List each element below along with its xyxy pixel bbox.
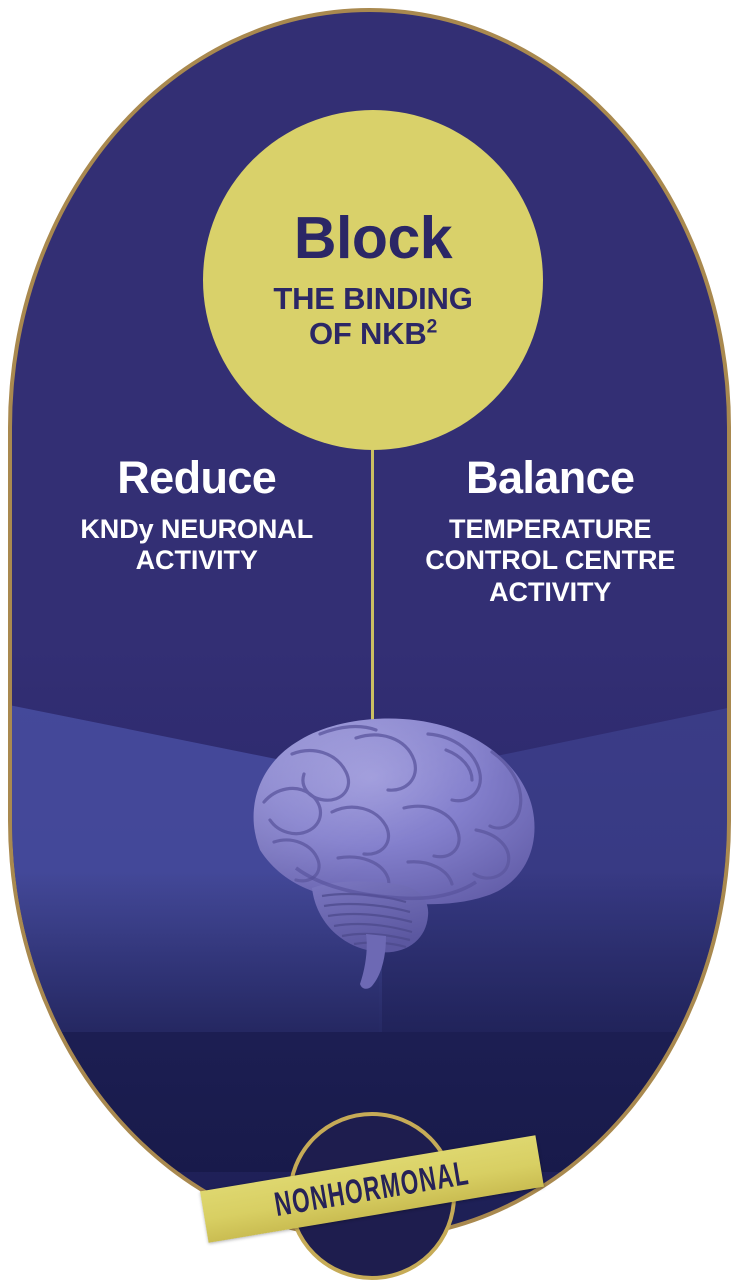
brain-temporal-fissure	[294, 866, 477, 901]
block-subtitle-line2: OF NKB2	[273, 315, 472, 352]
brain-illustration	[200, 690, 560, 990]
column-balance: Balance TEMPERATURE CONTROL CENTRE ACTIV…	[374, 455, 728, 609]
brain-stem	[360, 934, 386, 989]
nonhormonal-badge: NONHORMONAL	[200, 1112, 544, 1280]
block-subtitle: THE BINDING OF NKB2	[273, 280, 473, 352]
block-subtitle-line2-text: OF NKB	[308, 315, 427, 351]
brain-highlight	[253, 718, 535, 905]
brain-sulci	[262, 724, 523, 897]
column-reduce: Reduce KNDy NEURONAL ACTIVITY	[20, 455, 374, 609]
connector-line	[371, 430, 374, 730]
column-reduce-subtitle: KNDy NEURONAL ACTIVITY	[80, 513, 314, 576]
block-subtitle-line1: THE BINDING	[273, 280, 473, 316]
block-title: Block	[293, 204, 453, 271]
columns-container: Reduce KNDy NEURONAL ACTIVITY Balance TE…	[20, 455, 727, 609]
nkb-superscript: 2	[426, 316, 438, 338]
column-reduce-title: Reduce	[117, 452, 277, 503]
block-circle: Block THE BINDING OF NKB2	[203, 110, 543, 450]
column-balance-title: Balance	[466, 452, 635, 503]
column-balance-subtitle: TEMPERATURE CONTROL CENTRE ACTIVITY	[425, 513, 676, 608]
